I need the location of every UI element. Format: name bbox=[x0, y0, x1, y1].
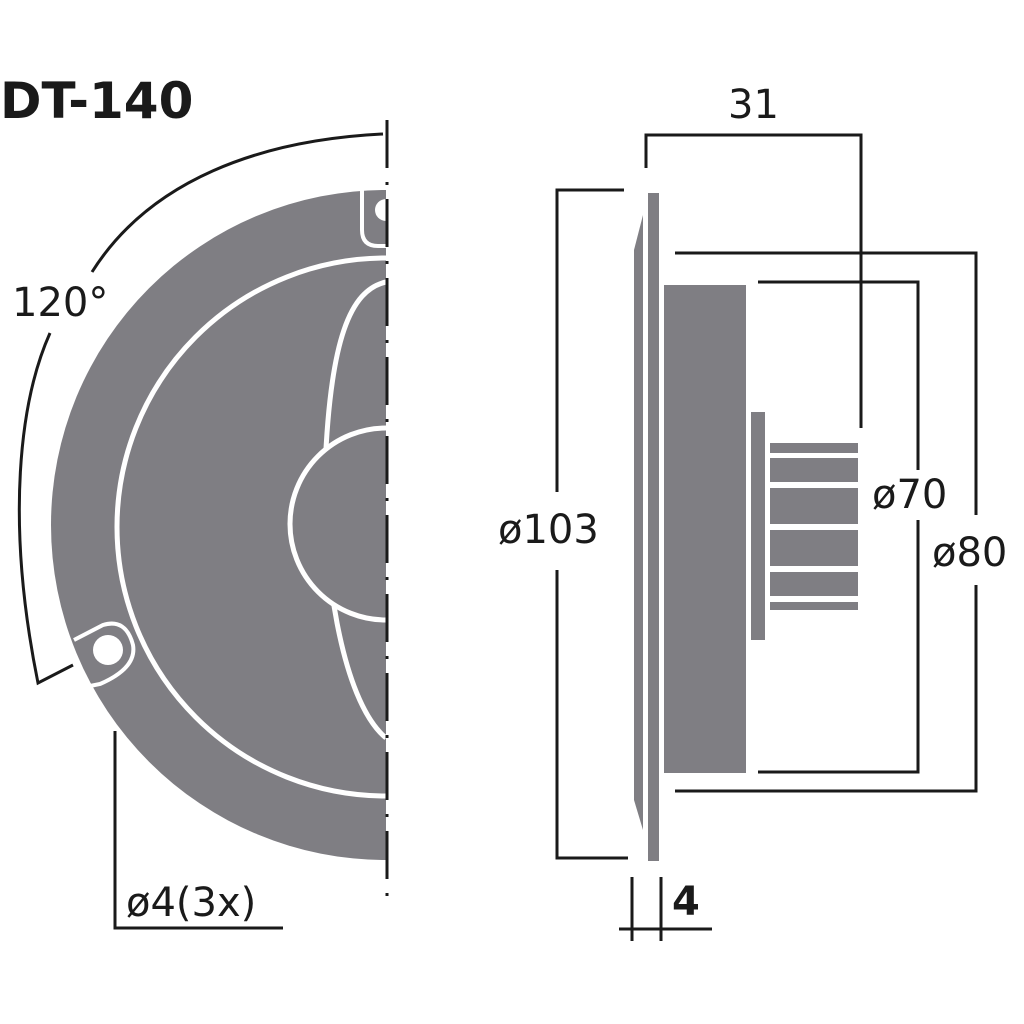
angle-arc-upper bbox=[90, 132, 384, 273]
flange-bevel bbox=[634, 215, 643, 830]
mount-diameter-label: ø80 bbox=[932, 530, 1007, 576]
model-title: DT-140 bbox=[0, 72, 193, 130]
front-view: 120° ø4(3x) bbox=[12, 120, 397, 930]
hole-leader bbox=[113, 731, 283, 930]
center-dome bbox=[287, 425, 387, 623]
lower-mount-tab bbox=[73, 621, 136, 688]
mount-diameter-line-bottom bbox=[675, 585, 978, 793]
hole-label: ø4(3x) bbox=[126, 880, 256, 926]
outer-diameter-line-bottom bbox=[555, 570, 628, 860]
depth-label: 31 bbox=[728, 82, 779, 128]
magnet-diameter-line-top bbox=[758, 280, 920, 470]
angle-label: 120° bbox=[12, 280, 108, 326]
magnet-body bbox=[664, 285, 746, 773]
flange-thickness-label: 4 bbox=[672, 879, 700, 925]
magnet-diameter-line-bottom bbox=[758, 520, 920, 774]
top-mount-tab bbox=[360, 190, 386, 248]
speaker-frame-half bbox=[51, 190, 386, 860]
lower-mount-hole bbox=[93, 635, 123, 665]
flange bbox=[648, 193, 659, 861]
outer-diameter-label: ø103 bbox=[498, 507, 599, 553]
mount-diameter-line-top bbox=[675, 251, 978, 515]
outer-diameter-line-top bbox=[555, 188, 624, 492]
angle-arc-lower bbox=[17, 332, 74, 686]
inner-ring-line bbox=[114, 255, 387, 799]
rear-fins bbox=[770, 443, 858, 610]
side-view: 31 ø103 ø70 ø80 4 bbox=[498, 82, 1007, 941]
magnet-diameter-label: ø70 bbox=[872, 472, 947, 518]
back-plate bbox=[751, 412, 765, 640]
